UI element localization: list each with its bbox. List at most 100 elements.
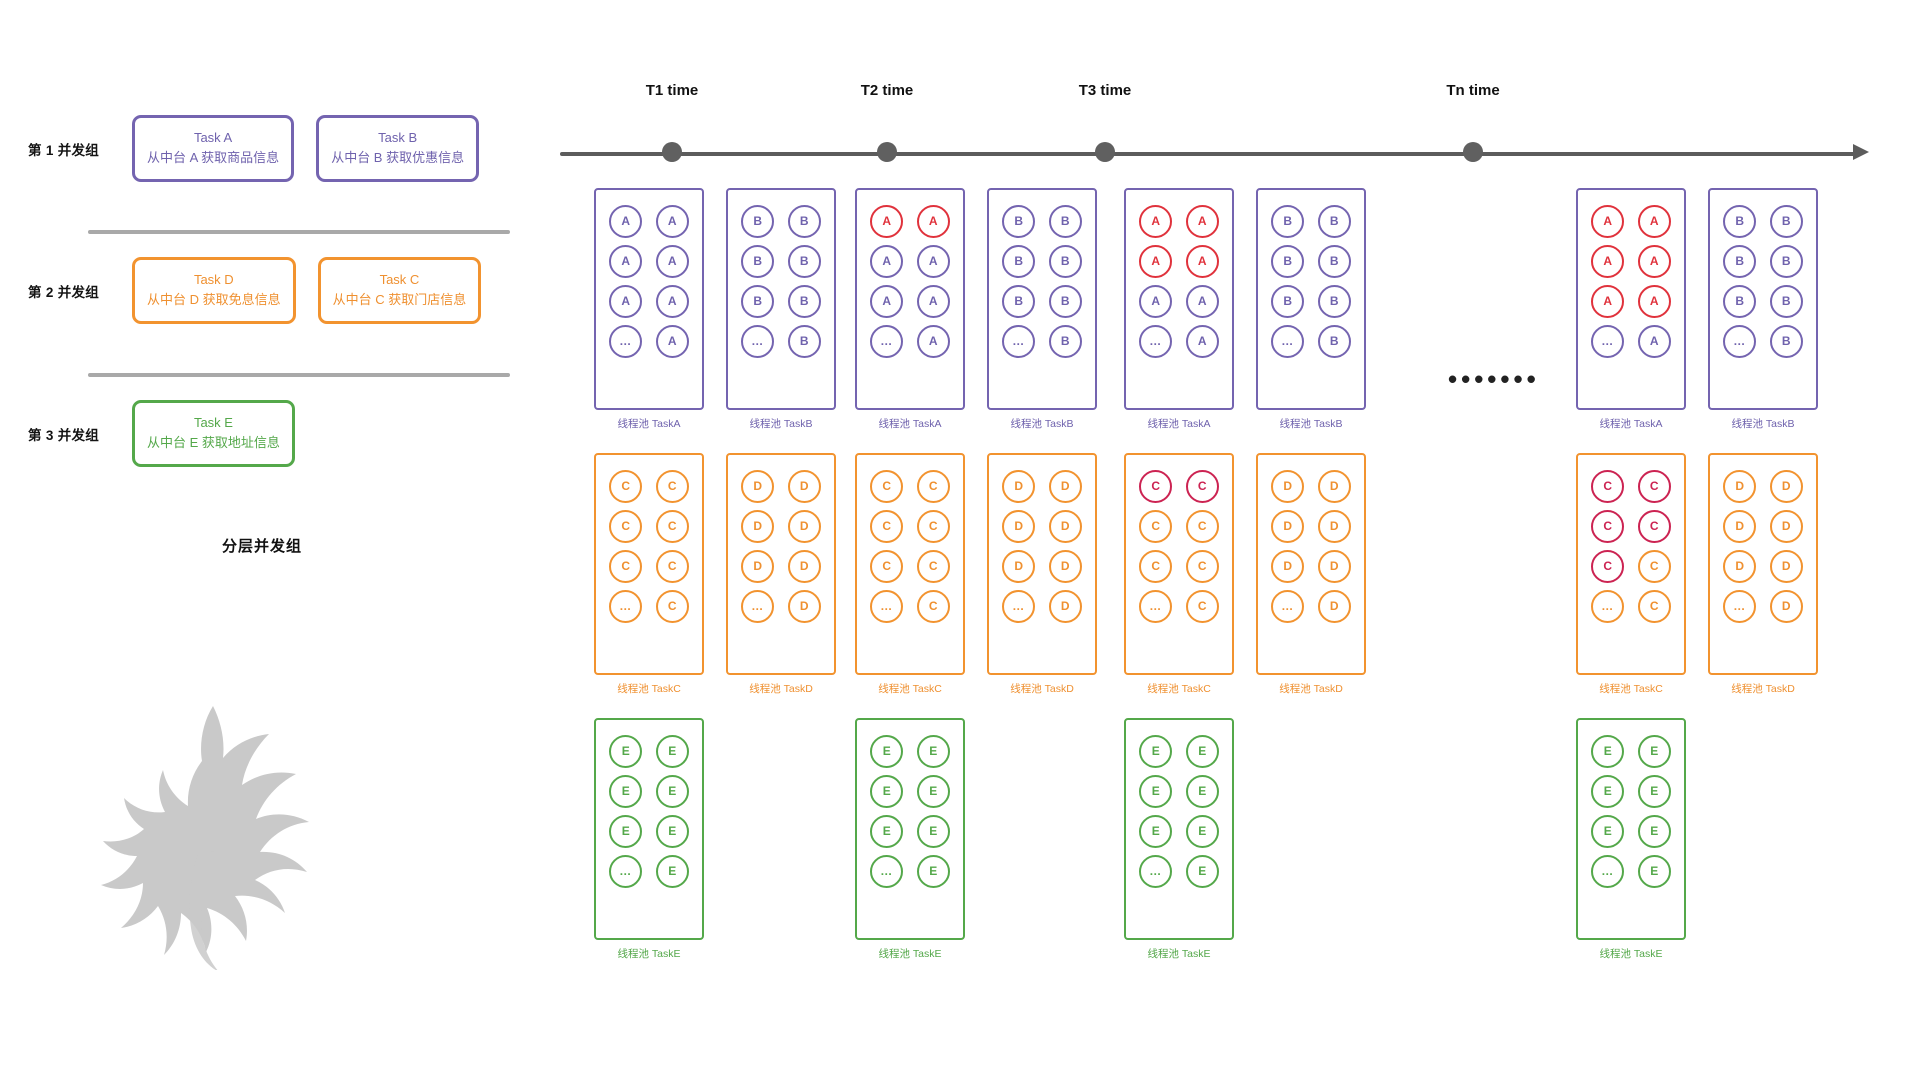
timeline-tick-dot-4[interactable] [1463, 142, 1483, 162]
thread-cell-b: B [1002, 284, 1036, 318]
thread-cell-a: A [1591, 244, 1625, 278]
thread-cell-a: A [1637, 244, 1671, 278]
thread-cell-d: D [1048, 549, 1082, 583]
thread-cell-ellipsis: … [1723, 589, 1757, 623]
thread-cell-b: B [787, 284, 821, 318]
thread-cell-c: C [609, 549, 643, 583]
thread-cell-e: E [1185, 814, 1219, 848]
timeline-axis-line [560, 152, 1855, 156]
task-d-desc: 从中台 D 获取免息信息 [147, 291, 281, 307]
thread-cell-ellipsis: … [1139, 854, 1173, 888]
thread-cell-b: B [1723, 244, 1757, 278]
thread-cell-d: D [787, 469, 821, 503]
thread-pool-caption-e: 线程池 TaskE [617, 948, 681, 960]
thread-cell-e: E [1139, 734, 1173, 768]
thread-cell-b: B [1317, 284, 1351, 318]
thread-cell-d: D [1723, 469, 1757, 503]
thread-cell-c: C [1591, 549, 1625, 583]
thread-cell-d: D [1317, 549, 1351, 583]
task-card-b[interactable]: Task B 从中台 B 获取优惠信息 [316, 115, 480, 182]
thread-cell-c: C [1591, 509, 1625, 543]
thread-cell-d: D [1769, 469, 1803, 503]
thread-cell-e: E [1185, 734, 1219, 768]
concurrency-group-3: 第 3 并发组 Task E 从中台 E 获取地址信息 [28, 400, 295, 467]
thread-cell-b: B [741, 284, 775, 318]
thread-cell-b: B [1002, 204, 1036, 238]
thread-cell-c: C [655, 549, 689, 583]
thread-pool-caption-d: 线程池 TaskD [1010, 683, 1074, 695]
thread-cell-a: A [1185, 324, 1219, 358]
thread-cell-a: A [1637, 324, 1671, 358]
task-b-desc: 从中台 B 获取优惠信息 [331, 149, 465, 165]
thread-cell-a: A [1591, 284, 1625, 318]
thread-pool-caption-b: 线程池 TaskB [1010, 418, 1074, 430]
group-1-label: 第 1 并发组 [28, 142, 100, 158]
thread-cell-ellipsis: … [870, 324, 904, 358]
thread-cell-a: A [1185, 204, 1219, 238]
timeline-tick-dot-3[interactable] [1095, 142, 1115, 162]
thread-pool-caption-a: 线程池 TaskA [1599, 418, 1663, 430]
thread-cell-b: B [787, 324, 821, 358]
thread-pool-caption-d: 线程池 TaskD [1279, 683, 1343, 695]
thread-cell-d: D [1271, 469, 1305, 503]
thread-cell-ellipsis: … [1591, 589, 1625, 623]
thread-cell-b: B [787, 204, 821, 238]
thread-cell-c: C [1185, 469, 1219, 503]
thread-cell-b: B [1723, 204, 1757, 238]
thread-cell-b: B [1271, 244, 1305, 278]
task-card-d[interactable]: Task D 从中台 D 获取免息信息 [132, 257, 296, 324]
thread-cell-c: C [1637, 549, 1671, 583]
thread-cell-e: E [1185, 774, 1219, 808]
thread-cell-b: B [1769, 204, 1803, 238]
task-card-e[interactable]: Task E 从中台 E 获取地址信息 [132, 400, 295, 467]
thread-pool-caption-d: 线程池 TaskD [1731, 683, 1795, 695]
thread-cell-d: D [1317, 509, 1351, 543]
thread-cell-a: A [1185, 284, 1219, 318]
thread-cell-c: C [1139, 549, 1173, 583]
thread-cell-d: D [741, 509, 775, 543]
timeline-tick-dot-2[interactable] [877, 142, 897, 162]
timeline-tick-dot-1[interactable] [662, 142, 682, 162]
thread-cell-e: E [1591, 814, 1625, 848]
thread-cell-c: C [1185, 509, 1219, 543]
thread-cell-c: C [1139, 509, 1173, 543]
group-divider-1 [88, 230, 510, 234]
thread-cell-e: E [1637, 814, 1671, 848]
thread-cell-e: E [1637, 734, 1671, 768]
thread-cell-b: B [787, 244, 821, 278]
thread-cell-ellipsis: … [609, 324, 643, 358]
thread-cell-d: D [1271, 549, 1305, 583]
thread-cell-b: B [1048, 204, 1082, 238]
thread-cell-a: A [1139, 204, 1173, 238]
thread-cell-ellipsis: … [1271, 589, 1305, 623]
task-card-c[interactable]: Task C 从中台 C 获取门店信息 [317, 257, 482, 324]
thread-cell-a: A [1139, 284, 1173, 318]
thread-cell-a: A [609, 284, 643, 318]
task-card-a[interactable]: Task A 从中台 A 获取商品信息 [132, 115, 295, 182]
thread-cell-b: B [1048, 324, 1082, 358]
thread-cell-c: C [870, 509, 904, 543]
group-3-label: 第 3 并发组 [28, 427, 100, 443]
thread-cell-d: D [1048, 469, 1082, 503]
thread-cell-d: D [787, 589, 821, 623]
